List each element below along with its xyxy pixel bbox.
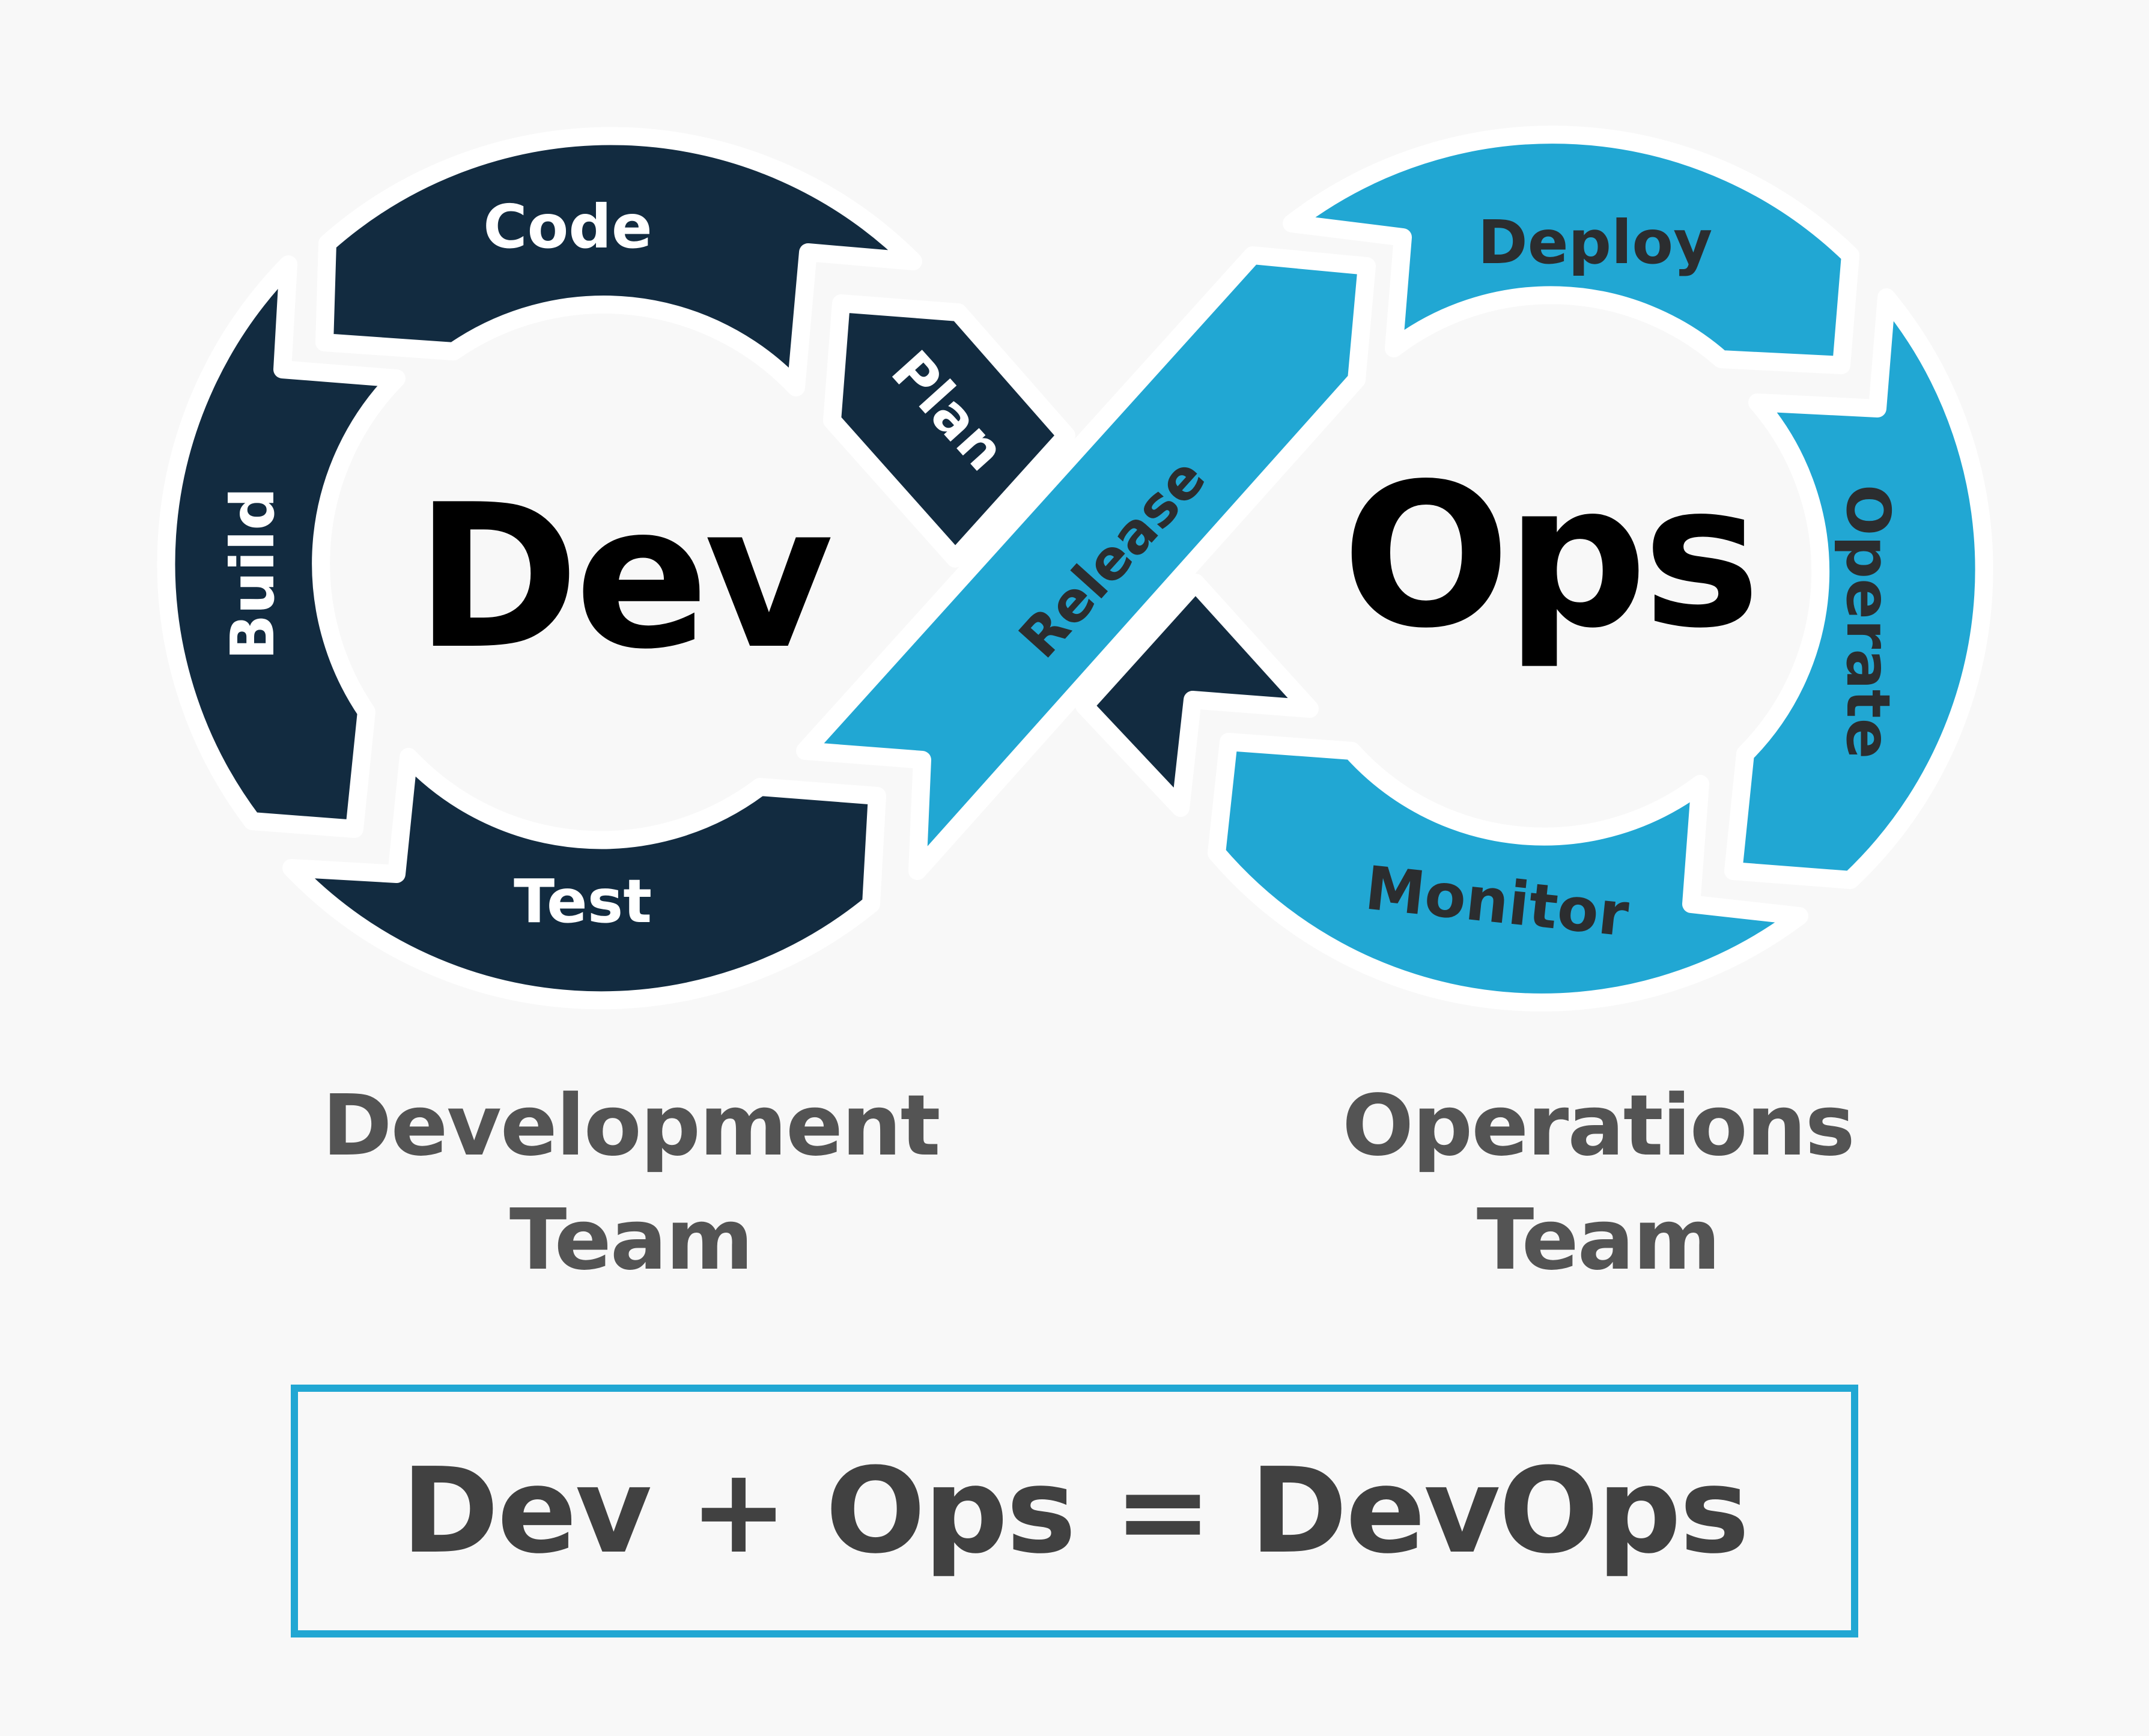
stage-plan-segment <box>823 294 1075 568</box>
operations-team-line1: Operations <box>1342 1077 1855 1175</box>
stage-label-build: Build <box>217 487 288 660</box>
stage-build-segment <box>157 255 406 838</box>
stage-code-segment <box>315 127 922 396</box>
release-band <box>796 246 1376 880</box>
stage-deploy-segment <box>1283 126 1859 374</box>
development-team-line2: Team <box>509 1191 753 1289</box>
stage-test-segment <box>282 748 886 1010</box>
dev-center-label: Dev <box>415 462 831 693</box>
operations-team-line2: Team <box>1476 1191 1721 1289</box>
stage-label-code: Code <box>483 192 652 262</box>
stage-label-operate: Operate <box>1833 485 1903 759</box>
ops-ring <box>1208 126 1993 1012</box>
stage-label-deploy: Deploy <box>1478 207 1713 278</box>
dev-ring <box>157 127 1075 1010</box>
stage-monitor-segment <box>1208 733 1808 1012</box>
equation-box: Dev + Ops = DevOps <box>291 1385 1858 1637</box>
operations-team-label: Operations Team <box>1280 1069 1916 1297</box>
stage-operate-segment <box>1724 288 1993 889</box>
ops-center-label: Ops <box>1342 441 1755 672</box>
stage-label-test: Test <box>514 866 652 936</box>
equation-text: Dev + Ops = DevOps <box>401 1442 1749 1580</box>
development-team-line1: Development <box>322 1077 940 1175</box>
devops-infinity-diagram: Dev Ops Code Build Test Plan Release Dep… <box>157 126 1993 1012</box>
development-team-label: Development Team <box>312 1069 949 1297</box>
ops-return-arrowhead <box>1075 574 1319 817</box>
